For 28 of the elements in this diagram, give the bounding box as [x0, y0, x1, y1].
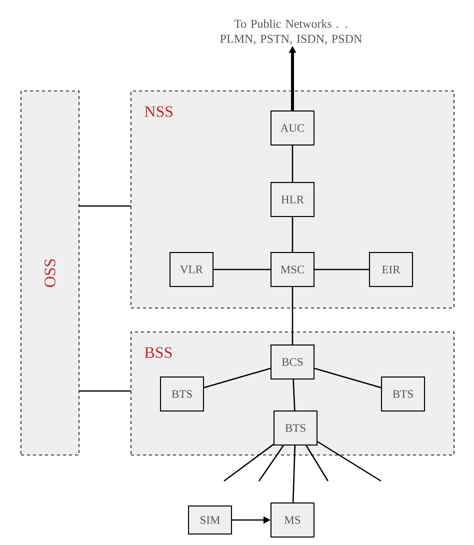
component-box: HLR	[270, 182, 314, 217]
component-box: BCS	[270, 344, 314, 380]
subsystem-panel: OSS	[20, 90, 80, 456]
component-box: MS	[270, 502, 314, 538]
component-box: BTS	[160, 376, 204, 412]
connector-line	[79, 390, 131, 392]
connector-line	[292, 379, 296, 411]
component-box: BTS	[274, 410, 318, 446]
connector-line	[314, 268, 369, 270]
connector-line	[292, 445, 296, 503]
connector-line	[224, 444, 274, 482]
connector-line	[292, 287, 294, 344]
connector-line	[258, 445, 284, 482]
network-label: To Public Networks . . PLMN, PSTN, ISDN, PSDN	[220, 19, 362, 45]
connector-line	[292, 146, 294, 182]
component-box: BTS	[381, 376, 425, 412]
connector-line	[79, 205, 131, 207]
component-box: VLR	[170, 252, 214, 287]
component-box: EIR	[369, 252, 413, 287]
component-box: MSC	[270, 252, 314, 287]
connector-line	[306, 445, 329, 482]
connector-line	[204, 368, 271, 388]
connector-line	[292, 217, 294, 252]
connector-line	[317, 441, 382, 482]
component-box: AUC	[270, 110, 314, 146]
connector-line	[214, 268, 270, 270]
connector-line	[314, 368, 382, 388]
component-box: SIM	[188, 506, 232, 534]
